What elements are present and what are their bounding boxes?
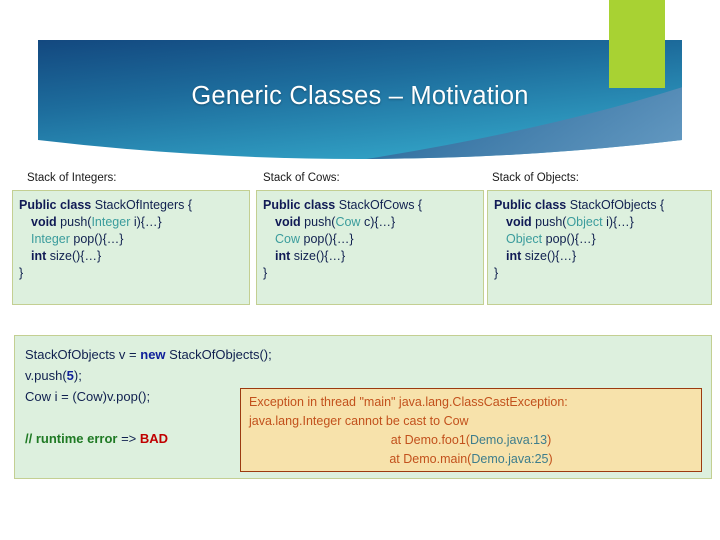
usage-token: new xyxy=(140,347,166,362)
code-objects-token: Object xyxy=(506,232,543,246)
code-cows-line-4: } xyxy=(257,265,483,282)
code-cows-token: } xyxy=(263,266,268,280)
code-objects-line-0: Public class StackOfObjects { xyxy=(488,197,711,214)
code-integers-line-3: int size(){…} xyxy=(13,248,249,265)
exception-token: java.lang.Integer cannot be cast to Cow xyxy=(249,414,469,428)
exception-line-1: java.lang.Integer cannot be cast to Cow xyxy=(241,412,701,431)
code-integers-line-1: void push(Integer i){…} xyxy=(13,214,249,231)
code-integers-token: Integer xyxy=(91,215,131,229)
code-box-objects: Public class StackOfObjects {void push(O… xyxy=(487,190,712,305)
usage-token: 5 xyxy=(66,368,74,383)
usage-token: Cow i = (Cow)v.pop(); xyxy=(25,389,151,404)
usage-token: StackOfObjects(); xyxy=(165,347,272,362)
code-cows-line-3: int size(){…} xyxy=(257,248,483,265)
code-integers-token: i){…} xyxy=(130,215,162,229)
page-title: Generic Classes – Motivation xyxy=(191,82,529,110)
code-box-cows: Public class StackOfCows {void push(Cow … xyxy=(256,190,484,305)
code-objects-token: size(){…} xyxy=(524,249,577,263)
exception-token: ) xyxy=(547,433,552,447)
usage-token: v.push( xyxy=(25,368,67,383)
usage-token: ); xyxy=(73,368,82,383)
exception-token: at Demo.main( xyxy=(389,452,472,466)
code-box-integers: Public class StackOfIntegers {void push(… xyxy=(12,190,250,305)
code-objects-line-1: void push(Object i){…} xyxy=(488,214,711,231)
code-cows-token: pop(){…} xyxy=(300,232,354,246)
usage-token: StackOfObjects v = xyxy=(25,347,141,362)
code-cows-token: c){…} xyxy=(360,215,396,229)
code-cows-token: push( xyxy=(304,215,336,229)
code-objects-token: StackOfObjects { xyxy=(569,198,665,212)
code-objects-token: int xyxy=(506,249,525,263)
exception-line-2: at Demo.foo1(Demo.java:13) xyxy=(241,431,701,450)
code-cows-line-1: void push(Cow c){…} xyxy=(257,214,483,231)
code-objects-token: pop(){…} xyxy=(542,232,596,246)
usage-token: // runtime error xyxy=(25,431,118,446)
code-objects-line-4: } xyxy=(488,265,711,282)
code-objects-token: void xyxy=(506,215,536,229)
code-objects-token: push( xyxy=(535,215,567,229)
exception-token: ) xyxy=(548,452,553,466)
exception-line-3: at Demo.main(Demo.java:25) xyxy=(241,450,701,469)
code-objects-token: Object xyxy=(566,215,603,229)
code-cows-token: StackOfCows { xyxy=(338,198,423,212)
code-integers-token: push( xyxy=(60,215,92,229)
code-cows-line-2: Cow pop(){…} xyxy=(257,231,483,248)
code-objects-token: Public class xyxy=(494,198,570,212)
column-label-objects: Stack of Objects: xyxy=(492,172,579,184)
usage-line-4: // runtime error => BAD xyxy=(25,430,168,447)
exception-token: at Demo.foo1( xyxy=(390,433,470,447)
code-integers-token: } xyxy=(19,266,24,280)
usage-token: BAD xyxy=(139,431,169,446)
column-label-cows: Stack of Cows: xyxy=(263,172,340,184)
usage-line-0: StackOfObjects v = new StackOfObjects(); xyxy=(25,346,272,363)
column-label-integers: Stack of Integers: xyxy=(27,172,117,184)
code-objects-token: } xyxy=(494,266,499,280)
code-integers-token: size(){…} xyxy=(49,249,102,263)
exception-source-link[interactable]: Demo.java:13 xyxy=(469,433,548,447)
code-integers-token: int xyxy=(31,249,50,263)
usage-line-3 xyxy=(25,409,29,426)
exception-output-box: Exception in thread "main" java.lang.Cla… xyxy=(240,388,702,472)
code-cows-token: int xyxy=(275,249,294,263)
code-integers-line-2: Integer pop(){…} xyxy=(13,231,249,248)
code-integers-token: Public class xyxy=(19,198,95,212)
code-integers-line-4: } xyxy=(13,265,249,282)
exception-token: Exception in thread "main" java.lang.Cla… xyxy=(249,395,568,409)
code-cows-token: Cow xyxy=(335,215,361,229)
code-cows-token: void xyxy=(275,215,305,229)
usage-line-2: Cow i = (Cow)v.pop(); xyxy=(25,388,150,405)
banner-shape xyxy=(38,40,682,159)
slide-banner: Generic Classes – Motivation xyxy=(0,0,720,165)
code-cows-token: size(){…} xyxy=(293,249,346,263)
code-cows-line-0: Public class StackOfCows { xyxy=(257,197,483,214)
code-integers-token: pop(){…} xyxy=(69,232,124,246)
code-objects-token: i){…} xyxy=(602,215,634,229)
exception-line-0: Exception in thread "main" java.lang.Cla… xyxy=(241,393,701,412)
code-objects-line-3: int size(){…} xyxy=(488,248,711,265)
code-integers-token: void xyxy=(31,215,61,229)
green-accent-tab xyxy=(609,0,665,88)
exception-source-link[interactable]: Demo.java:25 xyxy=(471,452,549,466)
code-integers-line-0: Public class StackOfIntegers { xyxy=(13,197,249,214)
code-cows-token: Cow xyxy=(275,232,301,246)
usage-token: => xyxy=(117,431,140,446)
code-integers-token: Integer xyxy=(31,232,70,246)
usage-line-1: v.push(5); xyxy=(25,367,82,384)
code-objects-line-2: Object pop(){…} xyxy=(488,231,711,248)
code-integers-token: StackOfIntegers { xyxy=(94,198,193,212)
code-cows-token: Public class xyxy=(263,198,339,212)
